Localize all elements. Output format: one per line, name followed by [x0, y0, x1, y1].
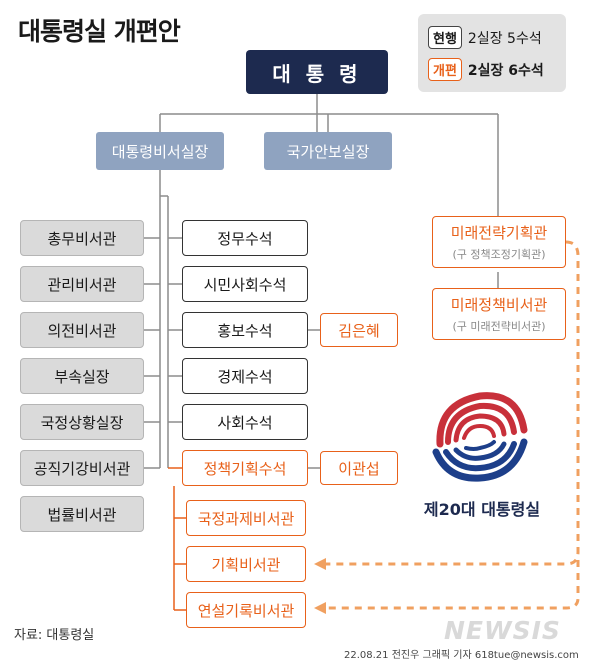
senior-secretary-policy-planning: 정책기획수석: [182, 450, 308, 486]
left-secretary-management: 관리비서관: [20, 266, 144, 302]
right-unit-future-strategy: 미래전략기획관 (구 정책조정기획관): [432, 216, 566, 268]
senior-secretary-social-affairs: 사회수석: [182, 404, 308, 440]
chief-of-staff-box: 대통령비서실장: [96, 132, 224, 170]
emblem-caption: 제20대 대통령실: [423, 500, 541, 519]
page-title: 대통령실 개편안: [18, 17, 181, 46]
appointee-public-relations: 김은혜: [320, 313, 398, 347]
senior-secretary-political-affairs: 정무수석: [182, 220, 308, 256]
left-secretary-general-affairs: 총무비서관: [20, 220, 144, 256]
legend-current-tag: 현행: [428, 26, 462, 49]
left-secretary-annex: 부속실장: [20, 358, 144, 394]
right-unit-future-policy: 미래정책비서관 (구 미래전략비서관): [432, 288, 566, 340]
source-note: 자료: 대통령실: [14, 628, 95, 643]
senior-secretary-civil-society: 시민사회수석: [182, 266, 308, 302]
senior-secretary-public-relations: 홍보수석: [182, 312, 308, 348]
credit-line: 22.08.21 전진우 그래픽 기자 618tue@newsis.com: [344, 650, 579, 661]
legend-current-value: 2실장 5수석: [467, 30, 542, 47]
legend-box: 현행 2실장 5수석 개편 2실장 6수석: [418, 14, 566, 92]
legend-reform-row: 개편 2실장 6수석: [428, 58, 544, 81]
policy-subunit-national-agenda: 국정과제비서관: [186, 500, 306, 536]
senior-secretary-economy: 경제수석: [182, 358, 308, 394]
right-unit-future-strategy-former: (구 정책조정기획관): [452, 248, 546, 261]
left-secretary-legal: 법률비서관: [20, 496, 144, 532]
left-secretary-protocol: 의전비서관: [20, 312, 144, 348]
legend-reform-tag: 개편: [428, 58, 462, 81]
president-box: 대 통 령: [246, 50, 388, 94]
appointee-policy-planning: 이관섭: [320, 451, 398, 485]
right-unit-future-strategy-name: 미래전략기획관: [450, 224, 548, 242]
left-secretary-civil-service-discipline: 공직기강비서관: [20, 450, 144, 486]
legend-current-row: 현행 2실장 5수석: [428, 26, 542, 49]
security-chief-box: 국가안보실장: [264, 132, 392, 170]
policy-subunit-speech-records: 연설기록비서관: [186, 592, 306, 628]
right-unit-future-policy-former: (구 미래전략비서관): [452, 320, 546, 333]
legend-reform-value: 2실장 6수석: [467, 62, 544, 79]
policy-subunit-planning: 기획비서관: [186, 546, 306, 582]
right-unit-future-policy-name: 미래정책비서관: [450, 296, 548, 314]
korean-government-emblem-icon: [418, 382, 542, 486]
newsis-watermark: NEWSIS: [444, 616, 561, 645]
left-secretary-situation-room: 국정상황실장: [20, 404, 144, 440]
